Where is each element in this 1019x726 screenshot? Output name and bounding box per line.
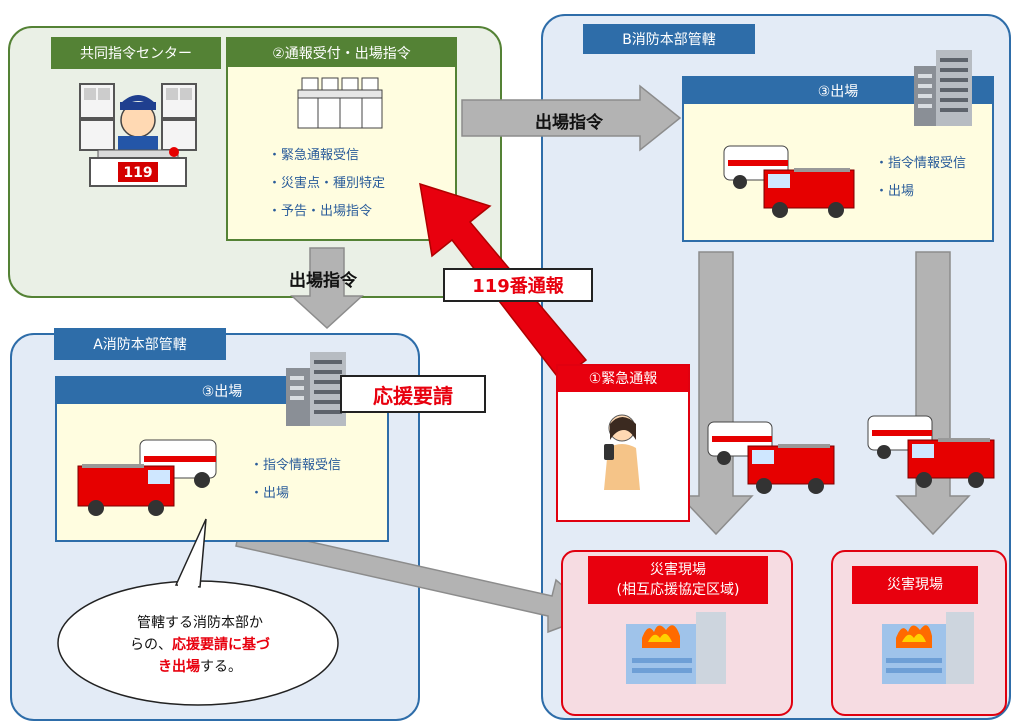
support-request-label: 応援要請: [340, 375, 486, 413]
region-a-title: A消防本部管轄: [54, 328, 226, 360]
console-number: 119: [123, 165, 152, 181]
step2-item: ・予告・出場指令: [268, 204, 373, 219]
arrow-dispatch-to-a: [290, 247, 364, 330]
dispatch-console-icon: [296, 74, 388, 134]
b-step3-item: ・出場: [875, 184, 915, 199]
fire-engine-icon: [747, 444, 835, 494]
bubble-line3-emphasis: き出場: [158, 659, 200, 675]
region-b-title: B消防本部管轄: [583, 24, 755, 54]
disaster-site-2-title: 災害現場: [852, 566, 978, 604]
arrow-b-to-site2: [895, 251, 971, 536]
bubble-line3-suffix: する。: [200, 659, 242, 675]
bubble-line1: 管轄する消防本部か: [137, 615, 263, 631]
a-step3-list: ・指令情報受信 ・出場: [250, 452, 375, 508]
arrow-dispatch-to-b: [461, 84, 682, 152]
center-label: 共同指令センター: [51, 37, 221, 69]
step2-panel: [226, 37, 457, 241]
step2-list: ・緊急通報受信 ・災害点・種別特定 ・予告・出場指令: [268, 142, 448, 226]
b-step3-list: ・指令情報受信 ・出場: [875, 150, 987, 206]
b-vehicles-column1-icon: [702, 416, 842, 496]
smartphone-caller-icon: [590, 410, 650, 490]
office-building-icon: [910, 50, 976, 126]
a-vehicles-icon: [76, 432, 226, 518]
operator-desk-icon: 119: [78, 80, 198, 188]
bubble-line3: き出場する。: [90, 656, 310, 678]
fire-engine-icon: [907, 438, 995, 488]
burning-building-icon: [622, 608, 732, 684]
dispatch-to-b-label: 出場指令: [535, 113, 603, 133]
call-119-label: 119番通報: [443, 268, 593, 302]
disaster-site-1-title: 災害現場 (相互応援協定区域): [588, 556, 768, 604]
a-step3-item: ・出場: [250, 486, 290, 501]
disaster-site-1-title-line1: 災害現場: [650, 562, 706, 578]
burning-building-icon: [878, 610, 978, 684]
speech-bubble-text: 管轄する消防本部か らの、応援要請に基づ き出場する。: [90, 612, 310, 678]
bubble-line2: らの、応援要請に基づ: [90, 634, 310, 656]
emergency-call-title: ①緊急通報: [558, 366, 688, 392]
step2-title: ②通報受付・出場指令: [228, 39, 455, 67]
bubble-line2-emphasis: 応援要請に基づ: [172, 637, 270, 653]
b-vehicles-column2-icon: [862, 410, 1002, 490]
fire-engine-icon: [77, 464, 175, 516]
b-step3-item: ・指令情報受信: [875, 156, 967, 171]
arrow-b-to-site1: [678, 251, 754, 536]
disaster-site-1-title-line2: (相互応援協定区域): [616, 582, 740, 598]
bubble-line2-prefix: らの、: [130, 637, 172, 653]
step2-item: ・緊急通報受信: [268, 148, 360, 163]
speech-bubble-shape: [57, 518, 339, 706]
office-building-icon: [282, 352, 350, 426]
b-vehicles-icon: [718, 140, 858, 220]
a-step3-item: ・指令情報受信: [250, 458, 342, 473]
fire-engine-icon: [763, 168, 855, 218]
step2-item: ・災害点・種別特定: [268, 176, 386, 191]
dispatch-to-a-label: 出場指令: [289, 271, 357, 291]
